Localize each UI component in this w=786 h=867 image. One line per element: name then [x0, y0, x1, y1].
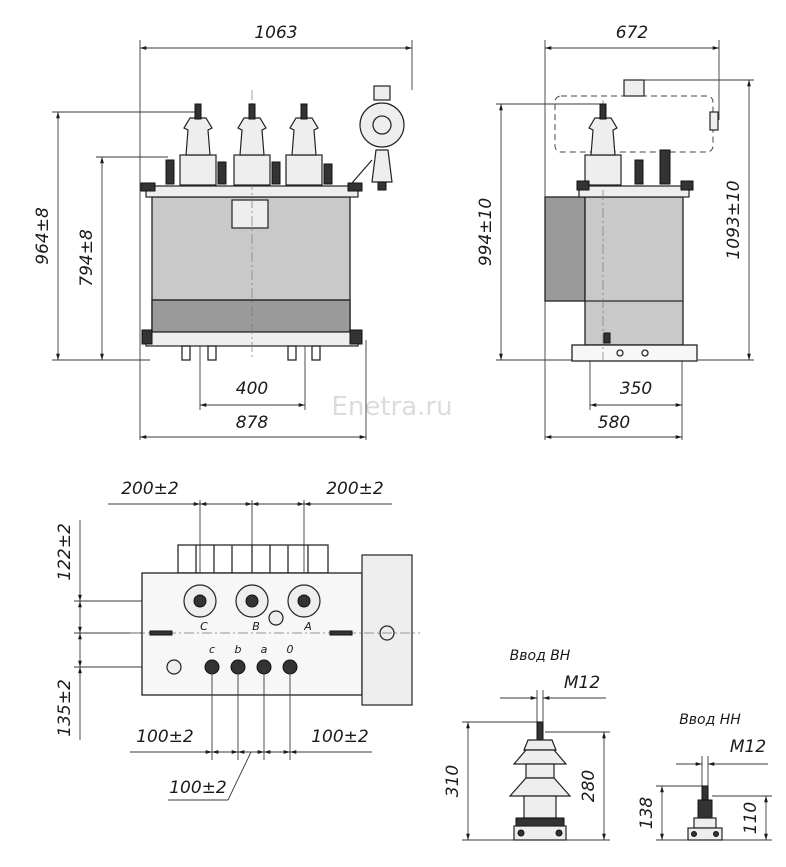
dim-side-base-width: 580: [598, 413, 630, 433]
hv-label-b: B: [252, 620, 260, 633]
dim-lv-spacing-right: 100±2: [311, 727, 369, 747]
lv-bushing-thread: M12: [730, 737, 766, 757]
lv-bushing-height-part: 110: [741, 802, 761, 834]
lv-label-c: c: [209, 643, 215, 656]
dim-lv-spacing-left: 100±2: [136, 727, 194, 747]
dim-side-rail-span: 350: [620, 379, 652, 399]
lv-bushing-detail: Ввод НН M12 138 110: [637, 712, 772, 841]
front-view: 1063 964±8 794±8 400 878: [33, 23, 413, 440]
top-view: 200±2 200±2 122±2 135±2: [55, 479, 420, 801]
dim-offset-top: 122±2: [55, 523, 75, 581]
front-hv-bushing-c: [179, 103, 217, 186]
hv-bushing-title: Ввод ВН: [510, 648, 571, 664]
dim-offset-bottom: 135±2: [55, 679, 75, 737]
dim-lv-spacing-mid: 100±2: [169, 778, 227, 798]
dim-side-height-body: 994±10: [476, 198, 496, 266]
dim-front-base-width: 878: [236, 413, 269, 433]
dim-front-rail-span: 400: [236, 379, 268, 399]
dim-side-height-total: 1093±10: [724, 180, 744, 259]
hv-label-a: A: [303, 620, 312, 633]
dim-hv-spacing-right: 200±2: [326, 479, 384, 499]
lv-bushing-height-total: 138: [637, 797, 657, 830]
front-hv-bushing-b: [233, 103, 271, 186]
dim-side-width-total: 672: [616, 23, 648, 43]
lv-label-b: b: [235, 643, 242, 656]
dim-front-height-total: 964±8: [33, 207, 53, 265]
hv-bushing-detail: Ввод ВН M12 310 280: [443, 648, 610, 841]
side-view: 672 994±10 1093±10 350 580: [476, 23, 754, 440]
front-hv-bushing-a: [285, 103, 323, 186]
lv-label-0: 0: [287, 643, 294, 656]
lv-bushing-title: Ввод НН: [679, 712, 741, 728]
hv-bushing-thread: M12: [564, 673, 600, 693]
dim-front-height-cover: 794±8: [77, 229, 97, 287]
hv-bushing-height-total: 310: [443, 765, 463, 797]
watermark: Enetra.ru: [331, 392, 452, 422]
lv-label-a: a: [261, 643, 268, 656]
hv-bushing-height-part: 280: [579, 770, 599, 802]
hv-label-c: C: [200, 620, 208, 633]
dim-front-width-total: 1063: [254, 23, 297, 43]
dim-hv-spacing-left: 200±2: [121, 479, 179, 499]
